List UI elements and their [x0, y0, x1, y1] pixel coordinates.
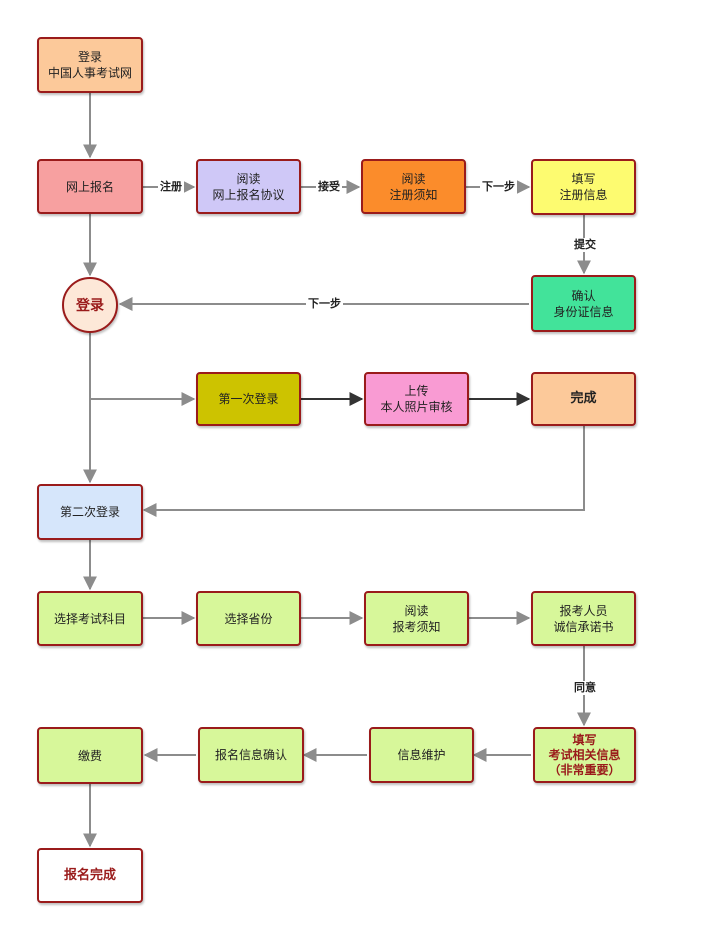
node-first-login: 第一次登录: [196, 372, 301, 426]
node-read-notice-line-2: 注册须知: [389, 187, 438, 202]
node-info-maintain: 信息维护: [369, 727, 474, 783]
node-signup-complete-line-1: 报名完成: [63, 867, 116, 883]
node-select-subject-line-1: 选择考试科目: [53, 611, 126, 626]
node-login-site: 登录 中国人事考试网: [37, 37, 143, 93]
node-upload-photo-line-1: 上传: [404, 384, 429, 398]
node-confirm-id-line-1: 确认: [571, 288, 596, 303]
node-second-login-line-1: 第二次登录: [59, 505, 120, 519]
edge-done-to-second-login: [142, 426, 585, 517]
edge-label-agree: 同意: [572, 681, 598, 695]
node-select-province: 选择省份: [196, 591, 301, 646]
node-second-login: 第二次登录: [37, 484, 143, 540]
edge-label-next-step-1: 下一步: [480, 180, 517, 194]
node-upload-photo-line-2: 本人照片审核: [380, 400, 453, 414]
node-login-circle: 登录: [62, 277, 118, 333]
edge-label-next-step-2: 下一步: [306, 297, 343, 311]
node-fill-info-line-2: 注册信息: [559, 188, 608, 202]
node-integrity-pledge-line-1: 报考人员: [559, 603, 608, 618]
node-signup-complete: 报名完成: [37, 848, 143, 903]
node-pay-fee-line-1: 缴费: [77, 748, 102, 763]
node-fill-exam-info-line-2: 考试相关信息: [548, 747, 621, 762]
node-integrity-pledge-line-2: 诚信承诺书: [553, 619, 614, 634]
node-upload-photo: 上传 本人照片审核: [364, 372, 469, 426]
node-read-exam-notice-line-2: 报考须知: [392, 619, 441, 634]
node-fill-info-line-1: 填写: [571, 172, 596, 186]
node-fill-exam-info-line-1: 填写: [572, 732, 597, 747]
node-login-site-line-2: 中国人事考试网: [47, 66, 132, 80]
node-info-maintain-line-1: 信息维护: [397, 748, 446, 762]
edge-label-accept: 接受: [316, 180, 342, 194]
node-read-exam-notice-line-1: 阅读: [404, 603, 429, 618]
node-select-subject: 选择考试科目: [37, 591, 143, 646]
node-confirm-id: 确认 身份证信息: [531, 275, 636, 332]
node-read-notice-line-1: 阅读: [401, 171, 426, 186]
node-select-province-line-1: 选择省份: [224, 611, 273, 626]
node-fill-info: 填写 注册信息: [531, 159, 636, 215]
node-confirm-signup: 报名信息确认: [198, 727, 304, 783]
node-read-agreement: 阅读 网上报名协议: [196, 159, 301, 214]
node-read-agreement-line-1: 阅读: [236, 171, 261, 186]
node-pay-fee: 缴费: [37, 727, 143, 784]
node-done: 完成: [531, 372, 636, 426]
node-confirm-signup-line-1: 报名信息确认: [214, 748, 287, 762]
node-login-site-line-1: 登录: [77, 50, 102, 64]
node-fill-exam-info-line-3: （非常重要）: [548, 762, 621, 777]
edge-label-register: 注册: [158, 180, 184, 194]
node-read-agreement-line-2: 网上报名协议: [212, 187, 285, 202]
node-confirm-id-line-2: 身份证信息: [553, 304, 614, 319]
node-read-notice: 阅读 注册须知: [361, 159, 466, 214]
node-fill-exam-info: 填写 考试相关信息 （非常重要）: [533, 727, 636, 783]
node-done-line-1: 完成: [570, 391, 597, 406]
edge-label-submit: 提交: [572, 238, 598, 252]
node-first-login-line-1: 第一次登录: [218, 392, 279, 406]
node-online-register-line-1: 网上报名: [65, 179, 114, 194]
node-read-exam-notice: 阅读 报考须知: [364, 591, 469, 646]
node-online-register: 网上报名: [37, 159, 143, 214]
node-integrity-pledge: 报考人员 诚信承诺书: [531, 591, 636, 646]
